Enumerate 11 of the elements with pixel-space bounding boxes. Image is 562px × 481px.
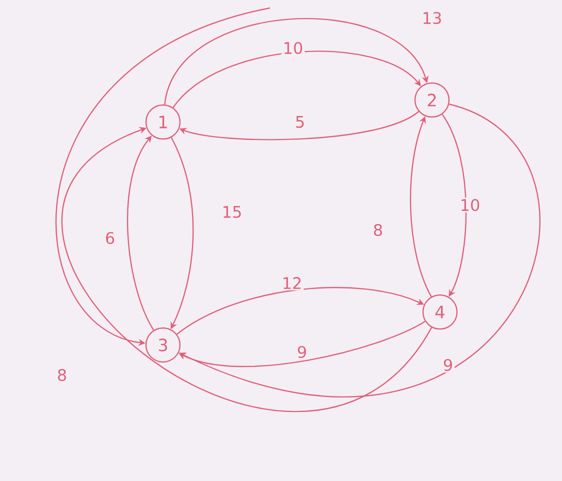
arrow	[127, 136, 154, 330]
edge-label: 5	[293, 114, 307, 130]
arrow	[172, 50, 421, 108]
arrow	[164, 18, 429, 105]
edge-label: 12	[280, 276, 304, 290]
graph-vertex: 1	[145, 104, 181, 140]
graph-vertex: 3	[145, 327, 181, 363]
arrow	[62, 126, 432, 412]
graph-vertex: 2	[414, 82, 450, 118]
graph-vertex: 4	[422, 294, 458, 330]
edge-label: 15	[220, 204, 244, 220]
